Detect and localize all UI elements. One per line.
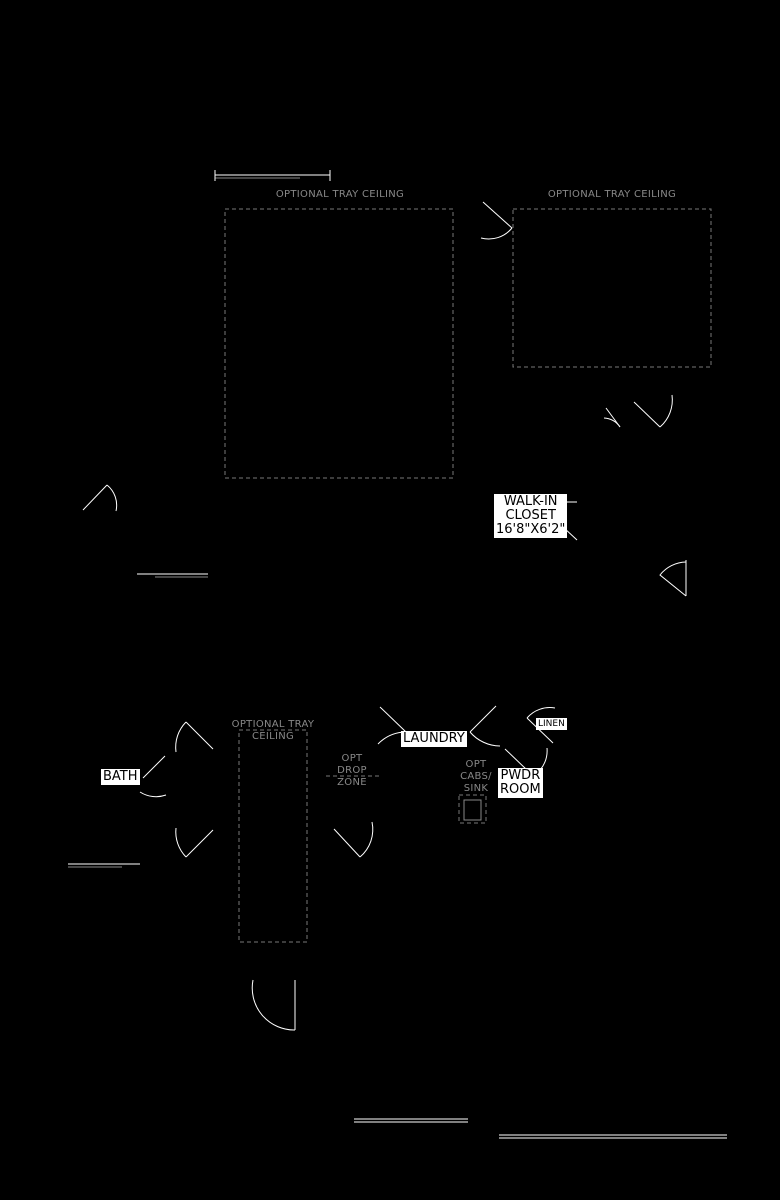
pwdr-room-line1: PWDR <box>500 768 541 783</box>
tray-ceiling-label-3-line2: CEILING <box>251 731 295 742</box>
room-label-walk-in-closet: WALK-IN CLOSET 16'8"X6'2" <box>494 494 568 538</box>
pwdr-room-line2: ROOM <box>500 782 541 797</box>
tray-ceiling-label-1: OPTIONAL TRAY CEILING <box>275 189 405 200</box>
room-label-linen: LINEN <box>536 718 567 730</box>
tray-ceiling-label-3: OPTIONAL TRAY CEILING <box>213 719 333 743</box>
tray-ceiling-label-2: OPTIONAL TRAY CEILING <box>547 189 677 200</box>
opt-cabs-sink-line2: CABS/ <box>460 771 492 782</box>
room-label-laundry: LAUNDRY <box>401 731 467 747</box>
tray-ceiling-outline-3 <box>238 729 308 943</box>
tray-ceiling-outline-1 <box>224 208 454 479</box>
door-swings <box>82 201 687 1031</box>
opt-drop-zone-line2: DROP <box>337 765 367 776</box>
opt-cabs-sink-line3: SINK <box>463 783 489 794</box>
walk-in-closet-line2: CLOSET <box>505 508 556 523</box>
windows <box>68 170 727 1139</box>
tray-ceiling-outline-2 <box>512 208 712 368</box>
walk-in-closet-dimensions: 16'8"X6'2" <box>496 522 566 537</box>
opt-cabs-sink-label: OPT CABS/ SINK <box>452 759 500 795</box>
tray-ceiling-outlines <box>224 208 712 943</box>
opt-drop-zone-label: OPT DROP ZONE <box>327 753 377 789</box>
opt-cabs-sink-line1: OPT <box>465 759 487 770</box>
room-label-bath: BATH <box>101 769 140 785</box>
opt-drop-zone-line3: ZONE <box>337 777 367 788</box>
tray-ceiling-label-3-line1: OPTIONAL TRAY <box>231 719 315 730</box>
opt-drop-zone-line1: OPT <box>341 753 363 764</box>
cabs-sink-outline <box>458 794 487 824</box>
room-label-pwdr-room: PWDR ROOM <box>498 768 543 798</box>
walk-in-closet-line1: WALK-IN <box>503 494 558 509</box>
